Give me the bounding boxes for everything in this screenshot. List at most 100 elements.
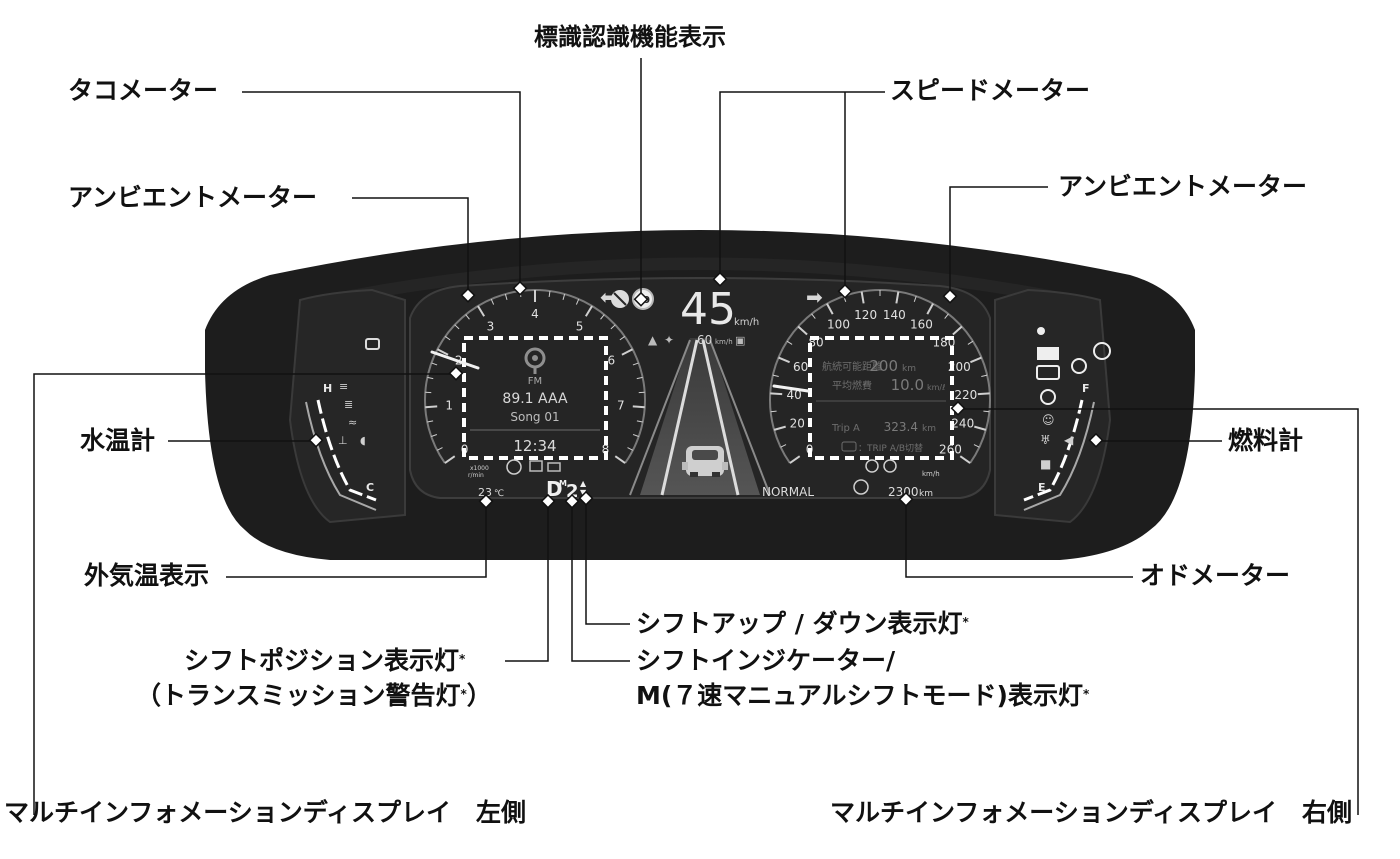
tach-tick	[621, 348, 634, 356]
speedo-tick	[860, 291, 865, 304]
song-title: Song 01	[510, 410, 559, 424]
fog-light-icon: ≣	[344, 398, 353, 411]
trip-unit: km	[922, 424, 936, 434]
speedo-tick	[789, 455, 801, 464]
speedo-tick	[772, 374, 779, 377]
avg-fuel-unit: km/ℓ	[927, 383, 945, 392]
tach-tick	[562, 293, 566, 300]
drive-mode: NORMAL	[762, 485, 814, 499]
tach-tick	[465, 314, 470, 320]
tach-tick	[600, 314, 605, 320]
speedo-tick	[770, 410, 777, 413]
outside-temp-value: 23	[478, 486, 492, 499]
tach-label: 8	[602, 442, 610, 456]
tach-tick	[619, 336, 626, 341]
tach-tick	[444, 455, 456, 464]
speedo-tick	[913, 295, 917, 302]
speedo-tick	[974, 425, 987, 431]
set-speed-unit: km/h	[715, 338, 733, 346]
temp-high-label: H	[323, 382, 332, 395]
tach-tick	[614, 455, 626, 464]
lane-keep-icon: ▲	[648, 333, 658, 347]
tach-tick	[427, 420, 434, 423]
label-mid-left: マルチインフォメーションディスプレイ 左側	[4, 798, 527, 827]
airbag-icon: ☺	[1042, 413, 1055, 427]
acc-car-icon: ▣	[735, 334, 745, 347]
speedo-tick	[770, 392, 783, 396]
mid-left-content: FM 89.1 AAA Song 01 12:34	[470, 347, 600, 455]
speedo-tick	[977, 392, 990, 396]
speedo-tick	[973, 444, 980, 448]
label-ambient-left: アンビエントメーター	[68, 183, 318, 212]
avg-fuel-value: 10.0	[891, 376, 924, 394]
leader-lines	[33, 58, 1359, 815]
speedo-tick	[786, 340, 793, 345]
speedo-tick	[926, 303, 934, 315]
speedo-tick	[967, 340, 974, 345]
label-sign-recognition: 標識認識機能表示	[534, 23, 726, 51]
tach-tick	[504, 293, 508, 300]
tach-tick	[584, 305, 593, 317]
tach-label: 1	[445, 399, 453, 413]
speed-needle	[772, 384, 810, 393]
center-readout: ⬅ 60 45 km/h 60 km/h ▣ ▲ ✦ ➡	[600, 284, 823, 347]
tach-tick	[632, 405, 645, 409]
eco-icon	[853, 479, 869, 495]
fuel-gauge: F E ☺ ♅ ◀ ■	[1023, 327, 1111, 511]
odometer-unit: km	[919, 489, 933, 499]
label-tachometer: タコメーター	[68, 76, 219, 105]
temp-low-label: C	[366, 481, 374, 494]
speedo-label: 220	[954, 388, 977, 402]
label-transmission-warning: （トランスミッション警告灯*）	[136, 681, 492, 710]
tach-label: 7	[617, 399, 625, 413]
tach-tick	[425, 405, 438, 409]
brake-hold-standby-icon	[1036, 365, 1060, 380]
speedo-tick	[944, 313, 949, 319]
indicator-dot-icon	[1037, 327, 1045, 335]
gear-mode: M	[559, 479, 567, 488]
label-outside-temp: 外気温表示	[84, 561, 210, 590]
range-label: 航続可能距離	[822, 360, 882, 373]
leader-endpoints	[308, 271, 1104, 509]
tach-tick	[427, 376, 434, 380]
speedo-label: 160	[910, 318, 933, 332]
right-turn-arrow-icon: ➡	[806, 285, 823, 309]
range-value: 200	[869, 357, 898, 375]
tach-label: 5	[576, 319, 584, 333]
tach-unit-bottom: r/min	[468, 472, 484, 479]
trip-label: Trip A	[831, 423, 860, 434]
speed-value: 45	[680, 284, 736, 335]
speedo-label: 100	[827, 318, 850, 332]
avg-fuel-label: 平均燃費	[832, 379, 872, 392]
speedo-tick	[959, 455, 971, 464]
steering-assist-icon: ✦	[664, 333, 674, 347]
shift-down-icon: ▼	[580, 488, 587, 497]
speedo-tick	[780, 444, 787, 448]
trip-hint: ：TRIP A/B切替	[858, 442, 923, 454]
tach-tick	[627, 447, 634, 451]
tpms-icon	[883, 459, 897, 473]
speedo-tick	[826, 303, 834, 315]
headlight-auto-icon: ≡	[339, 380, 348, 393]
odometer-value: 2300	[888, 485, 919, 499]
car-icon	[682, 446, 728, 477]
speed-unit: km/h	[734, 317, 759, 328]
speedo-tick	[895, 291, 900, 304]
check-engine-icon	[365, 338, 380, 350]
tach-label: 3	[487, 319, 495, 333]
speed-dial-unit: km/h	[922, 470, 940, 478]
tach-tick	[610, 324, 616, 330]
tachometer-dial: 012345678	[424, 289, 646, 464]
gear-position: D	[546, 477, 563, 501]
outside-temp-unit: ℃	[494, 489, 504, 499]
label-m-mode: M(７速マニュアルシフトモード)表示灯*	[636, 681, 1090, 710]
info-icon	[865, 459, 879, 473]
label-shift-position: シフトポジション表示灯*	[184, 646, 466, 675]
tach-tick	[632, 434, 639, 437]
road-view	[629, 338, 771, 496]
speedo-label: 120	[854, 308, 877, 322]
label-speedometer: スピードメーター	[890, 76, 1091, 105]
tach-tick	[636, 376, 643, 380]
